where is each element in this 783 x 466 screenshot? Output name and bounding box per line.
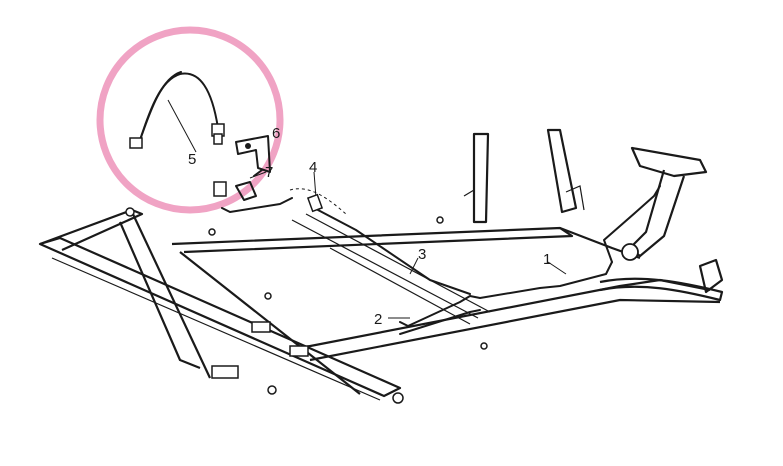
leader-4 <box>313 171 317 199</box>
callout-7: 7 <box>265 164 274 181</box>
callout-3: 3 <box>418 246 427 263</box>
brake-pipes <box>221 185 661 335</box>
chassis-frame <box>38 208 724 401</box>
pipe-connector <box>289 188 347 215</box>
leader-5 <box>167 99 197 153</box>
callout-4: 4 <box>309 159 318 176</box>
callout-6: 6 <box>272 125 281 142</box>
flexible-brake-hose <box>129 71 225 149</box>
upright-posts <box>463 128 585 224</box>
leader-1 <box>547 261 567 275</box>
callout-1: 1 <box>543 251 552 268</box>
callout-2: 2 <box>374 311 383 328</box>
callout-5: 5 <box>188 151 197 168</box>
pipe-union <box>213 169 263 201</box>
pedal-bracket <box>621 146 724 294</box>
leader-3 <box>409 257 419 275</box>
hose-bracket <box>235 135 271 173</box>
leader-7 <box>249 171 267 179</box>
highlight-circle <box>96 26 284 214</box>
frame-bolts <box>125 207 488 404</box>
